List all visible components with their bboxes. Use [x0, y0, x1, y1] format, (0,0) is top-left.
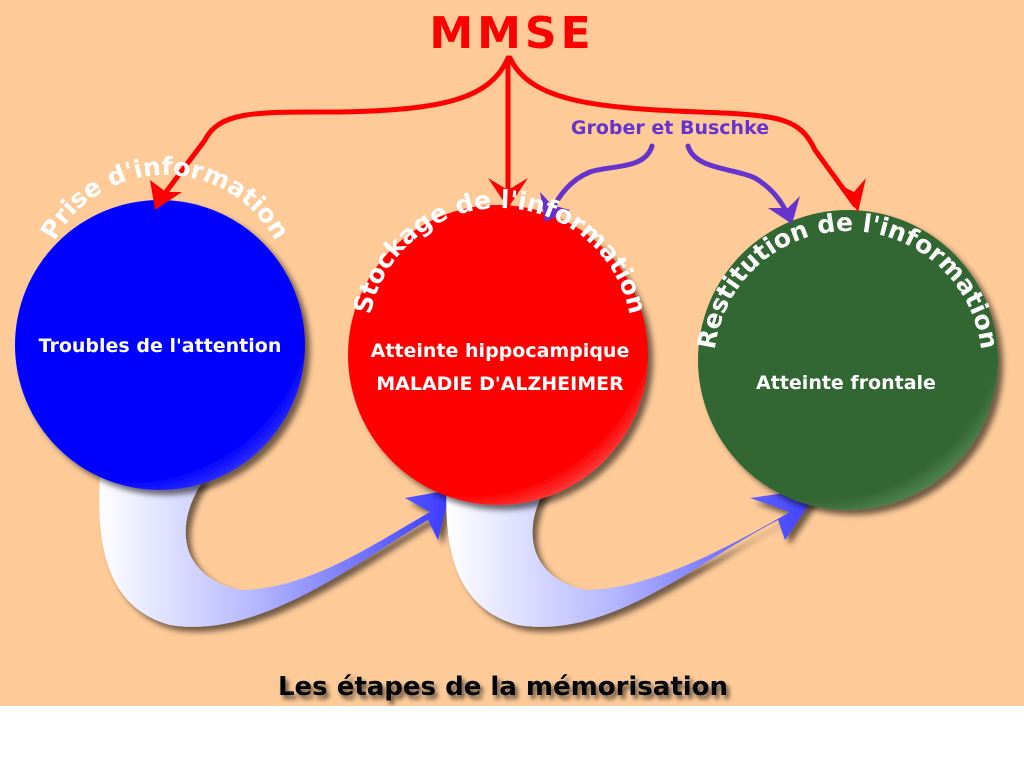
grober-arrowheads	[540, 192, 800, 224]
diagram-canvas: MMSE Grober et Buschke Prise d'informati…	[0, 0, 1024, 706]
flow-arrow-1-to-2	[99, 478, 451, 627]
stage-3-detail: Atteinte frontale	[756, 372, 936, 394]
stage-1-circle	[15, 200, 305, 490]
grober-arrows	[547, 143, 791, 218]
grober-arrow-left	[547, 143, 655, 215]
grober-arrow-right	[685, 143, 791, 218]
stage-3-circle	[698, 210, 998, 510]
stage-2-detail-2: MALADIE D'ALZHEIMER	[376, 373, 624, 395]
flow-arrow-2-to-3	[446, 478, 820, 627]
stage-1-detail: Troubles de l'attention	[39, 335, 282, 357]
caption: Les étapes de la mémorisation	[278, 672, 728, 702]
grober-arrowhead-left	[540, 192, 570, 222]
diagram-svg: MMSE Grober et Buschke Prise d'informati…	[15, 8, 1004, 702]
grober-arrowhead-right	[768, 196, 800, 224]
title-mmse: MMSE	[429, 8, 594, 59]
mmse-arrow-left	[157, 55, 511, 203]
mmse-arrows	[157, 55, 858, 208]
mmse-arrowheads	[150, 178, 866, 212]
arrowhead-right	[838, 178, 866, 212]
stage-2-detail-1: Atteinte hippocampique	[371, 340, 630, 362]
arrowhead-center	[488, 178, 528, 208]
subtitle-grober-buschke: Grober et Buschke	[571, 117, 769, 139]
stage-2-circle	[348, 205, 648, 505]
arrowhead-left	[150, 180, 182, 210]
mmse-arrow-right	[507, 55, 858, 208]
